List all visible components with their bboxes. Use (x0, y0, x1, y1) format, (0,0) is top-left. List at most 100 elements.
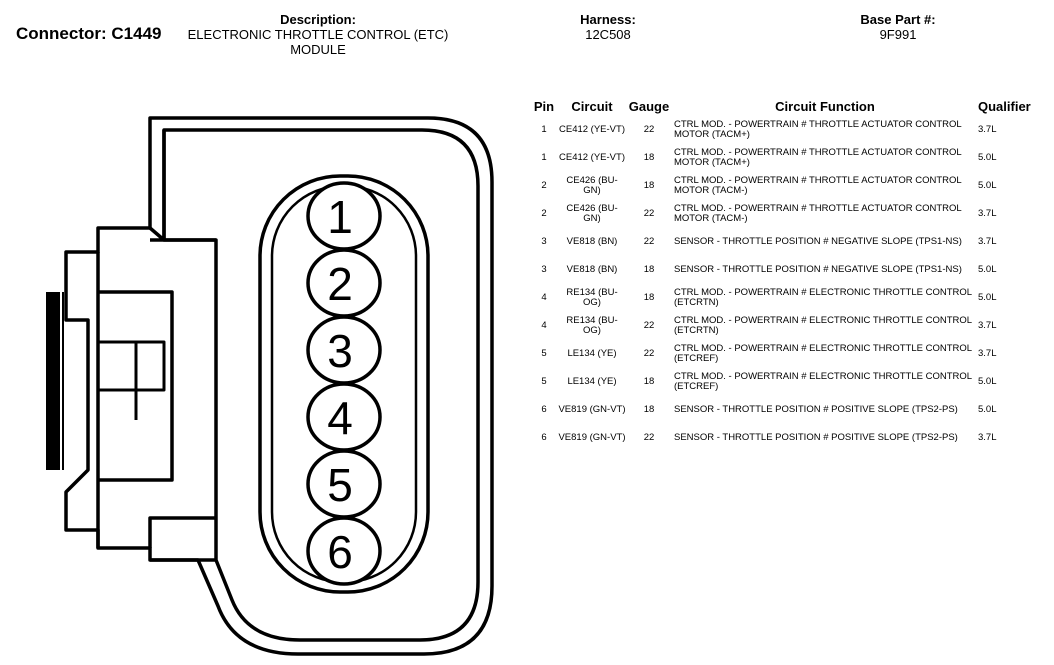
cell-qualifier: 5.0L (978, 376, 997, 387)
cell-qualifier: 3.7L (978, 124, 997, 135)
cell-gauge: 22 (643, 348, 655, 359)
cell-pin: 1 (541, 124, 547, 135)
table-row: 1 CE412 (YE-VT) 22 CTRL MOD. - POWERTRAIN #… (530, 116, 1048, 144)
table-row: 4 RE134 (BU-OG) 18 CTRL MOD. - POWERTRAIN #… (530, 284, 1048, 312)
cell-function: SENSOR - THROTTLE POSITION # POSITIVE SL… (674, 404, 958, 415)
cell-qualifier: 5.0L (978, 180, 997, 191)
harness-value: 12C508 (585, 27, 631, 42)
cell-function: CTRL MOD. - POWERTRAIN # ELECTRONIC THRO… (674, 287, 972, 308)
pin-5-label: 5 (327, 459, 353, 511)
cell-function: CTRL MOD. - POWERTRAIN # THROTTLE ACTUAT… (674, 119, 962, 140)
cell-circuit: CE426 (BU-GN) (566, 203, 618, 224)
cell-gauge: 18 (643, 152, 655, 163)
description-value: ELECTRONIC THROTTLE CONTROL (ETC) MODULE (187, 27, 449, 57)
description-block: Description: ELECTRONIC THROTTLE CONTROL… (176, 12, 460, 57)
cell-qualifier: 3.7L (978, 432, 997, 443)
cell-qualifier: 3.7L (978, 208, 997, 219)
cell-circuit: CE426 (BU-GN) (566, 175, 618, 196)
cell-function: CTRL MOD. - POWERTRAIN # ELECTRONIC THRO… (674, 343, 972, 364)
header-circuit: Circuit (571, 98, 613, 114)
base-part-value: 9F991 (879, 27, 917, 42)
cell-qualifier: 5.0L (978, 264, 997, 275)
pin-table: Pin Circuit Gauge Circuit Function Quali… (530, 96, 1048, 452)
cell-gauge: 18 (643, 180, 655, 191)
cell-pin: 3 (541, 264, 547, 275)
pin-cavity (258, 174, 430, 594)
cell-gauge: 18 (643, 376, 655, 387)
pin-2-label: 2 (327, 258, 353, 310)
clip-rib (46, 292, 60, 470)
cell-pin: 4 (541, 320, 547, 331)
cell-circuit: VE818 (BN) (566, 264, 618, 275)
table-row: 4 RE134 (BU-OG) 22 CTRL MOD. - POWERTRAIN #… (530, 312, 1048, 340)
cell-qualifier: 3.7L (978, 320, 997, 331)
pin-6-label: 6 (327, 526, 353, 578)
base-part-label: Base Part #: (860, 12, 936, 27)
header-qualifier: Qualifier (978, 98, 1031, 114)
cell-gauge: 22 (643, 320, 655, 331)
cell-gauge: 22 (643, 124, 655, 135)
cell-circuit: VE819 (GN-VT) (558, 404, 626, 415)
header-function: Circuit Function (775, 98, 875, 114)
cell-qualifier: 3.7L (978, 348, 997, 359)
description-label: Description: (280, 12, 356, 27)
connector-id: C1449 (111, 24, 162, 43)
cell-gauge: 22 (643, 208, 655, 219)
cell-circuit: CE412 (YE-VT) (559, 124, 625, 135)
cell-gauge: 18 (643, 404, 655, 415)
table-row: 3 VE818 (BN) 18 SENSOR - THROTTLE POSITION … (530, 256, 1048, 284)
cell-function: CTRL MOD. - POWERTRAIN # ELECTRONIC THRO… (674, 315, 972, 336)
cell-function: SENSOR - THROTTLE POSITION # NEGATIVE SL… (674, 236, 962, 247)
cell-qualifier: 5.0L (978, 152, 997, 163)
header-gauge: Gauge (628, 98, 670, 114)
latch-slot (96, 340, 166, 392)
header-pin: Pin (533, 98, 555, 114)
connector-label: Connector: (16, 24, 107, 43)
cell-pin: 1 (541, 152, 547, 163)
pin-6-circle (306, 516, 382, 586)
cell-pin: 6 (541, 432, 547, 443)
cell-function: CTRL MOD. - POWERTRAIN # THROTTLE ACTUAT… (674, 147, 962, 168)
cell-pin: 4 (541, 292, 547, 303)
pin-3-label: 3 (327, 325, 353, 377)
cell-pin: 5 (541, 348, 547, 359)
pin-1-label: 1 (327, 191, 353, 243)
cell-qualifier: 5.0L (978, 292, 997, 303)
cell-circuit: LE134 (YE) (567, 376, 617, 387)
cell-circuit: LE134 (YE) (567, 348, 617, 359)
cell-pin: 3 (541, 236, 547, 247)
cell-function: CTRL MOD. - POWERTRAIN # ELECTRONIC THRO… (674, 371, 972, 392)
latch-arm (98, 290, 174, 482)
cell-circuit: RE134 (BU-OG) (566, 287, 618, 308)
cell-function: CTRL MOD. - POWERTRAIN # THROTTLE ACTUAT… (674, 203, 962, 224)
cell-gauge: 22 (643, 236, 655, 247)
cell-pin: 6 (541, 404, 547, 415)
housing-outer (64, 116, 494, 656)
base-part-block: Base Part #: 9F991 (838, 12, 958, 42)
connector-title: Connector: C1449 (16, 24, 162, 44)
connector-face-diagram: 1 2 3 4 5 6 (46, 116, 494, 656)
latch-detail (96, 130, 216, 562)
cell-gauge: 18 (643, 292, 655, 303)
harness-block: Harness: 12C508 (548, 12, 668, 42)
table-row: 5 LE134 (YE) 18 CTRL MOD. - POWERTRAIN # EL… (530, 368, 1048, 396)
pin-4-label: 4 (327, 392, 353, 444)
cell-circuit: VE819 (GN-VT) (558, 432, 626, 443)
cell-qualifier: 3.7L (978, 236, 997, 247)
cell-pin: 5 (541, 376, 547, 387)
table-row: 6 VE819 (GN-VT) 18 SENSOR - THROTTLE POSITI… (530, 396, 1048, 424)
cell-circuit: CE412 (YE-VT) (559, 152, 625, 163)
harness-label: Harness: (580, 12, 636, 27)
table-row: 2 CE426 (BU-GN) 22 CTRL MOD. - POWERTRAIN #… (530, 200, 1048, 228)
cell-function: SENSOR - THROTTLE POSITION # NEGATIVE SL… (674, 264, 962, 275)
cell-gauge: 18 (643, 264, 655, 275)
cell-function: SENSOR - THROTTLE POSITION # POSITIVE SL… (674, 432, 958, 443)
table-row: 1 CE412 (YE-VT) 18 CTRL MOD. - POWERTRAIN #… (530, 144, 1048, 172)
table-header-row: Pin Circuit Gauge Circuit Function Quali… (530, 96, 1048, 116)
cell-pin: 2 (541, 208, 547, 219)
cell-circuit: VE818 (BN) (566, 236, 618, 247)
cell-circuit: RE134 (BU-OG) (566, 315, 618, 336)
table-row: 5 LE134 (YE) 22 CTRL MOD. - POWERTRAIN # EL… (530, 340, 1048, 368)
